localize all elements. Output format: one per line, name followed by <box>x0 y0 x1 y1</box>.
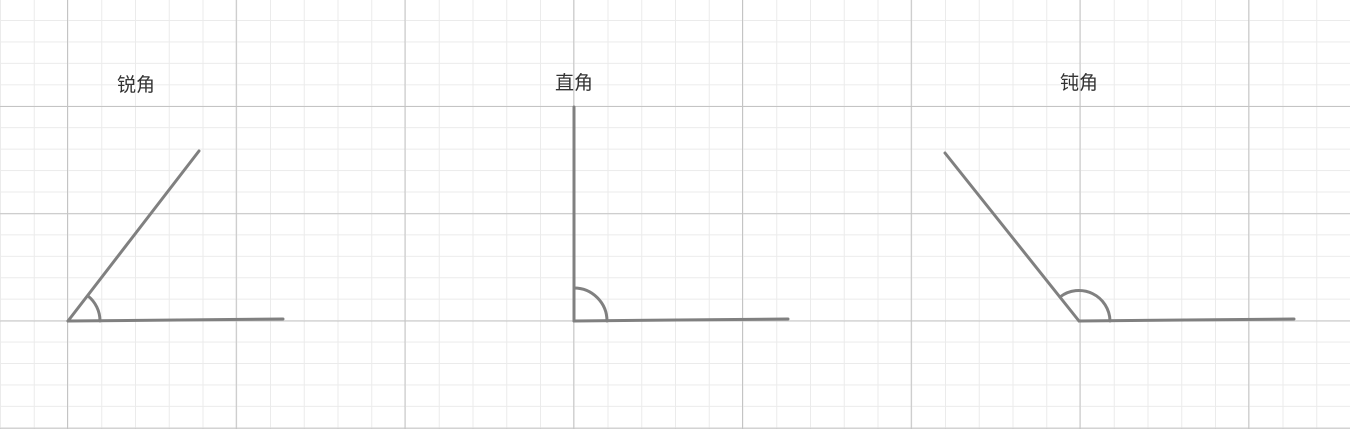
acute-angle-arc <box>86 294 102 323</box>
obtuse-angle-arc <box>1058 289 1112 323</box>
right-angle-base-ray <box>572 317 790 323</box>
right-angle <box>572 105 790 323</box>
obtuse-angle-base-ray <box>1077 317 1296 323</box>
obtuse-angle-upper-ray <box>943 151 1081 323</box>
acute-angle-label: 锐角 <box>116 74 156 96</box>
right-angle-arc <box>572 286 609 323</box>
acute-angle-base-ray <box>66 317 285 323</box>
right-angle-label: 直角 <box>554 72 594 94</box>
acute-angle-upper-ray <box>66 149 201 323</box>
obtuse-angle-label: 钝角 <box>1059 72 1099 94</box>
acute-angle <box>66 149 285 323</box>
obtuse-angle <box>943 151 1296 323</box>
